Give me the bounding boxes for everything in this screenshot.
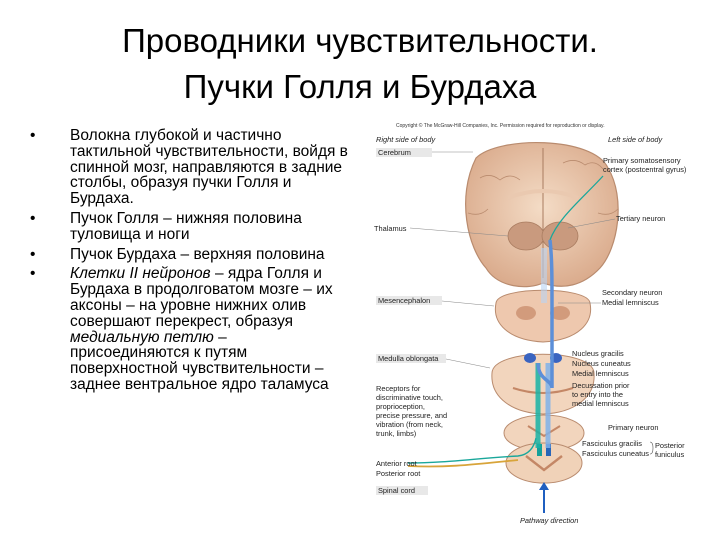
- posterior-root-label: Posterior root: [376, 469, 420, 478]
- fasciculus-cuneatus-label: Fasciculus cuneatus: [582, 449, 649, 458]
- funiculus-bracket: [650, 442, 653, 454]
- right-side-label: Right side of body: [376, 135, 436, 144]
- bullet-item: • Пучок Голля – нижняя половина туловища…: [30, 211, 350, 243]
- tertiary-neuron-label: Tertiary neuron: [616, 214, 665, 223]
- mesencephalon-label: Mesencephalon: [378, 296, 430, 305]
- receptors-line-3: proprioception,: [376, 402, 425, 411]
- decussation-line-1: Decussation prior: [572, 381, 630, 390]
- pathway-direction-label: Pathway direction: [520, 516, 578, 525]
- bullet-item: • Пучок Бурдаха – верхняя половина: [30, 247, 350, 263]
- posterior-funiculus-line-1: Posterior: [655, 441, 685, 450]
- left-side-label: Left side of body: [608, 135, 664, 144]
- fasciculus-gracilis-label: Fasciculus gracilis: [582, 439, 642, 448]
- primary-cortex-line-2: cortex (postcentral gyrus): [603, 165, 686, 174]
- bullet-text: Пучок Бурдаха – верхняя половина: [70, 246, 325, 263]
- bullet-item: • Клетки II нейронов – ядра Голля и Бурд…: [30, 266, 350, 392]
- anatomy-figure: Copyright © The McGraw-Hill Companies, I…: [368, 118, 688, 528]
- bullet-list: • Волокна глубокой и частично тактильной…: [30, 128, 350, 397]
- medial-lemniscus-label-1: Medial lemniscus: [602, 298, 659, 307]
- posterior-funiculus-line-2: funiculus: [655, 450, 684, 459]
- medulla-leader: [446, 359, 490, 368]
- title-line-2: Пучки Голля и Бурдаха: [60, 64, 660, 110]
- nucleus-cuneatus-label: Nucleus cuneatus: [572, 359, 631, 368]
- italic-term: Клетки II нейронов: [70, 265, 211, 282]
- bullet-text: Волокна глубокой и частично тактильной ч…: [70, 127, 348, 207]
- bullet-text: Пучок Голля – нижняя половина туловища и…: [70, 210, 302, 243]
- receptors-line-2: discriminative touch,: [376, 393, 443, 402]
- decussation-line-2: to entry into the: [572, 390, 623, 399]
- primary-cortex-line-1: Primary somatosensory: [603, 156, 681, 165]
- secondary-neuron-label: Secondary neuron: [602, 288, 662, 297]
- spinal-cord-label: Spinal cord: [378, 486, 415, 495]
- bullet-dot: •: [30, 266, 35, 282]
- title-line-1: Проводники чувствительности.: [60, 18, 660, 64]
- anterior-root-label: Anterior root: [376, 459, 417, 468]
- bullet-item: • Волокна глубокой и частично тактильной…: [30, 128, 350, 207]
- medulla-label: Medulla oblongata: [378, 354, 439, 363]
- italic-term: медиальную петлю: [70, 329, 214, 346]
- receptors-line-4: precise pressure, and: [376, 411, 447, 420]
- copyright-text: Copyright © The McGraw-Hill Companies, I…: [396, 122, 605, 129]
- nucleus-gracilis-label: Nucleus gracilis: [572, 349, 624, 358]
- medial-lemniscus-label-2: Medial lemniscus: [572, 369, 629, 378]
- receptors-line-1: Receptors for: [376, 384, 421, 393]
- bullet-text: Клетки II нейронов – ядра Голля и Бурдах…: [70, 265, 333, 393]
- cerebrum-label: Cerebrum: [378, 148, 411, 157]
- pathway-diagram: Copyright © The McGraw-Hill Companies, I…: [368, 118, 688, 528]
- slide-title: Проводники чувствительности. Пучки Голля…: [60, 18, 660, 110]
- spinal-cord-section: [506, 443, 582, 483]
- receptors-line-5: vibration (from neck,: [376, 420, 443, 429]
- bullet-dot: •: [30, 211, 35, 227]
- bullet-dot: •: [30, 128, 35, 144]
- thalamus-label: Thalamus: [374, 224, 407, 233]
- receptors-line-6: trunk, limbs): [376, 429, 416, 438]
- bullet-dot: •: [30, 247, 35, 263]
- primary-neuron-label: Primary neuron: [608, 423, 659, 432]
- mesencephalon-leader: [442, 301, 494, 306]
- decussation-line-3: medial lemniscus: [572, 399, 629, 408]
